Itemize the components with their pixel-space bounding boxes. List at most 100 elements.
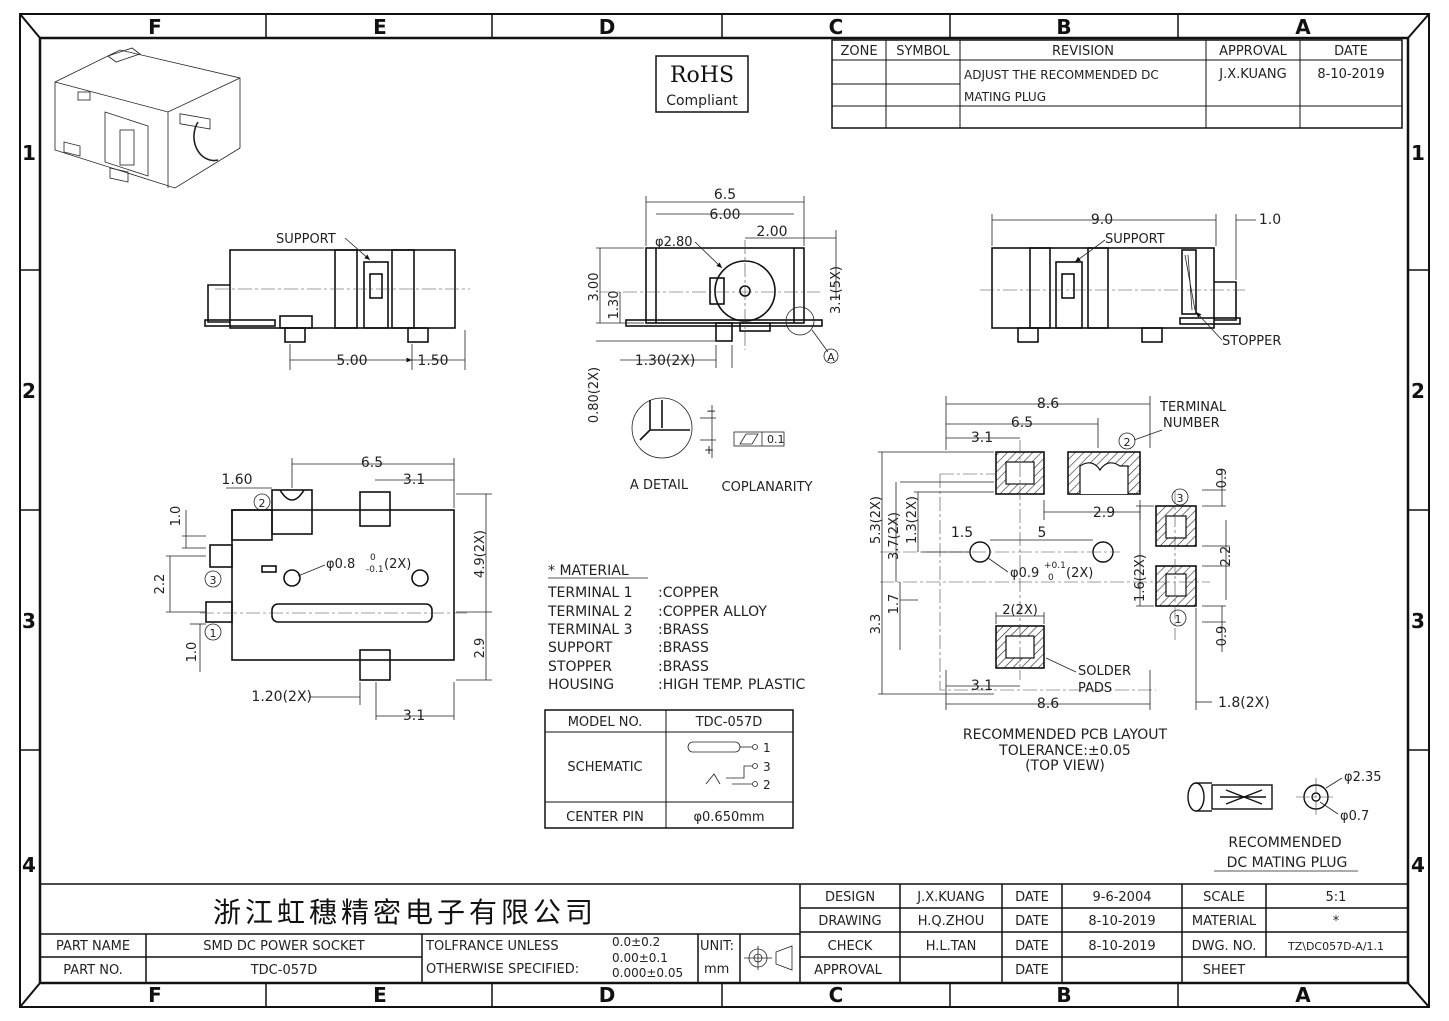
design-label: DESIGN (825, 890, 875, 905)
col-label-a: A (1295, 15, 1311, 39)
pcb-dim-2-2: 2.2 (1219, 546, 1234, 567)
center-pin-label: CENTER PIN (566, 810, 644, 825)
row-label-2-right: 2 (1411, 379, 1425, 403)
bottom-pin-2: 2 (259, 497, 266, 510)
row-label-4: 4 (22, 853, 36, 877)
terminal-label: TERMINAL (1159, 400, 1227, 415)
rev-header-revision: REVISION (1052, 44, 1114, 59)
dim-6-5-bottom: 6.5 (361, 455, 383, 471)
col-label-b-bottom: B (1056, 983, 1071, 1007)
pcb-pin-3: 3 (1177, 492, 1184, 505)
tolerance-value-2: 0.00±0.1 (612, 951, 668, 965)
drawing-label: DRAWING (818, 914, 881, 929)
material-title: * MATERIAL (548, 563, 629, 579)
sheet-label: SHEET (1203, 963, 1245, 978)
dim-phi-0-8-sub: -0.1 (366, 565, 384, 575)
drawing-date: 8-10-2019 (1088, 914, 1155, 929)
mating-plug: φ2.35 φ0.7 RECOMMENDED DC MATING PLUG (1187, 770, 1382, 872)
coplanarity-label: COPLANARITY (722, 480, 813, 495)
check-date: 8-10-2019 (1088, 939, 1155, 954)
model-table: MODEL NO. TDC-057D SCHEMATIC 1 3 2 CENTE… (544, 709, 794, 829)
rev-header-date: DATE (1334, 44, 1368, 59)
pcb-dim-1-8-2x: 1.8(2X) (1218, 695, 1270, 711)
side-view-left: 5.00 1.50 SUPPORT (204, 232, 470, 370)
material-key-terminal3: TERMINAL 3 (547, 622, 633, 638)
material-key-support: SUPPORT (548, 640, 613, 656)
revision-table: ZONE SYMBOL REVISION APPROVAL DATE J.X.K… (831, 39, 1403, 129)
front-view: A 6.5 6.00 2.00 φ2.80 3.00 1.30 3.1(5X) … (587, 187, 844, 495)
unit-label: UNIT: (700, 939, 734, 954)
dim-1-0-lower: 1.0 (185, 642, 200, 663)
detail-plus: + (704, 443, 714, 457)
side-view-right: 9.0 1.0 SUPPORT STOPPER (980, 212, 1281, 349)
dim-6-00: 6.00 (709, 207, 740, 223)
plug-dim-2-35: φ2.35 (1344, 770, 1382, 785)
material-key-terminal2: TERMINAL 2 (547, 604, 633, 620)
plug-caption-1: RECOMMENDED (1228, 835, 1341, 851)
approval-date-label: DATE (1015, 963, 1049, 978)
bottom-pin-1: 1 (210, 627, 217, 640)
stopper-label: STOPPER (1222, 334, 1281, 349)
pcb-dim-5-3-2x: 5.3(2X) (869, 496, 884, 544)
pcb-dim-0-9-bottom: 0.9 (1215, 626, 1230, 647)
material-val-terminal3: :BRASS (658, 622, 709, 638)
rohs-subtitle: Compliant (666, 93, 738, 109)
material-val-support: :BRASS (658, 640, 709, 656)
col-label-b: B (1056, 15, 1071, 39)
part-name-value: SMD DC POWER SOCKET (203, 939, 364, 954)
pcb-dim-hole: φ0.9 +0.1 0 (2X) (1010, 561, 1093, 583)
schematic-pin-3: 3 (763, 760, 771, 774)
dim-3-1-5x: 3.1(5X) (829, 266, 844, 314)
pcb-dim-1-7: 1.7 (887, 594, 902, 615)
check-label: CHECK (828, 939, 873, 954)
drawing-frame: F E D C B A F E D C B A 1 2 3 4 1 2 3 4 (19, 13, 1430, 1008)
number-label: NUMBER (1163, 416, 1220, 431)
detail-a-marker: A (827, 351, 835, 364)
pcb-dim-3-3: 3.3 (869, 614, 884, 635)
dim-phi-0-8-sup: 0 (370, 553, 376, 563)
check-name: H.L.TAN (926, 939, 977, 954)
schematic-pin-2: 2 (763, 778, 771, 792)
col-label-a-bottom: A (1295, 983, 1311, 1007)
col-label-c-bottom: C (829, 983, 844, 1007)
row-label-3-right: 3 (1411, 609, 1425, 633)
rohs-title: RoHS (670, 63, 734, 88)
plug-caption-2: DC MATING PLUG (1227, 855, 1348, 871)
rev-header-symbol: SYMBOL (896, 44, 950, 59)
rev-header-approval: APPROVAL (1219, 44, 1288, 59)
part-no-value: TDC-057D (250, 963, 318, 978)
schematic-pin-1: 1 (763, 741, 771, 755)
design-date-label: DATE (1015, 890, 1049, 905)
row-label-1: 1 (22, 141, 36, 165)
detail-minus: − (706, 404, 716, 418)
dim-500: 5.00 (336, 353, 367, 369)
projection-symbol-icon (744, 945, 793, 971)
plug-dim-0-7: φ0.7 (1340, 809, 1369, 824)
dim-2-9-bottom: 2.9 (473, 638, 488, 659)
pcb-dim-1-3-2x: 1.3(2X) (905, 496, 920, 544)
dim-2-2-bottom: 2.2 (153, 574, 168, 595)
tolerance-line-2: OTHERWISE SPECIFIED: (426, 962, 579, 977)
dim-phi-0-8: φ0.8 0 -0.1 (2X) (326, 553, 411, 575)
pcb-dim-5: 5 (1038, 525, 1047, 541)
material-key-terminal1: TERMINAL 1 (547, 585, 633, 601)
pcb-dim-8-6-bottom: 8.6 (1037, 696, 1059, 712)
dim-3-1-lower: 3.1 (403, 708, 425, 724)
tolerance-value-1: 0.0±0.2 (612, 935, 660, 949)
support-label-right: SUPPORT (1105, 232, 1165, 247)
col-label-f-bottom: F (148, 983, 162, 1007)
pcb-dim-3-1-top: 3.1 (971, 430, 993, 446)
material-key-stopper: STOPPER (548, 659, 612, 675)
approval-label: APPROVAL (814, 963, 883, 978)
design-name: J.X.KUANG (916, 890, 984, 905)
col-label-f: F (148, 15, 162, 39)
row-label-4-right: 4 (1411, 853, 1425, 877)
pcb-caption-2: TOLERANCE:±0.05 (998, 743, 1131, 759)
part-name-label: PART NAME (56, 939, 130, 954)
pcb-dim-1-6-2x: 1.6(2X) (1133, 554, 1148, 602)
dim-4-9-2x: 4.9(2X) (473, 530, 488, 578)
bottom-pin-3: 3 (210, 574, 217, 587)
dim-1-30-2x: 1.30(2X) (635, 353, 696, 369)
drawing-date-label: DATE (1015, 914, 1049, 929)
